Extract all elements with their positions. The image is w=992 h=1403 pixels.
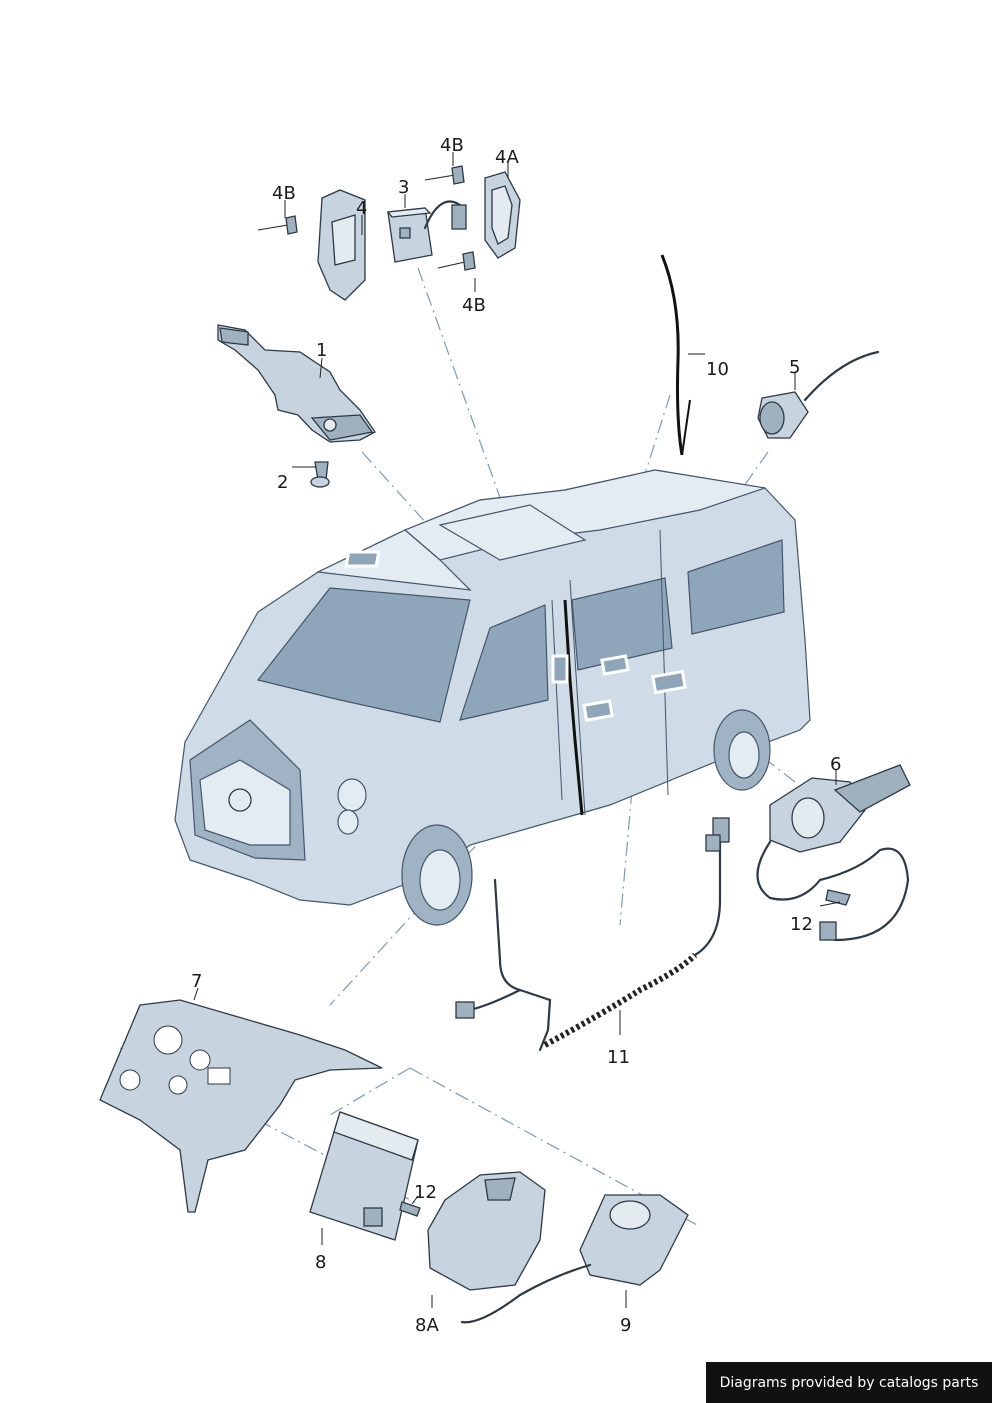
part-12-screw-right	[819, 889, 851, 941]
part-12-screw-bottom	[399, 1201, 421, 1217]
callout-9: 9	[620, 1315, 631, 1336]
part-7-plate	[99, 999, 383, 1213]
callout-11: 11	[607, 1047, 630, 1068]
part-10-seal	[660, 254, 691, 456]
part-2-screw	[310, 461, 330, 488]
callout-12-bottom: 12	[414, 1182, 437, 1203]
footer-badge: Diagrams provided by catalogs parts	[706, 1362, 992, 1403]
rivet-4b-bottom	[437, 251, 476, 271]
rivet-4b-top	[424, 165, 465, 185]
callout-8: 8	[315, 1252, 326, 1273]
part-9-lock	[460, 1194, 689, 1324]
callout-leaders	[193, 152, 841, 1308]
callout-4b-left: 4B	[272, 183, 296, 204]
callout-5: 5	[789, 357, 800, 378]
part-3-control-unit	[386, 200, 467, 263]
callout-labels: 1 2 3 4 4A 4B 4B 4B 5 10 6 12 7 11 12 8 …	[191, 135, 841, 1336]
callout-7: 7	[191, 971, 202, 992]
callout-3: 3	[398, 177, 409, 198]
part-6-motor	[756, 764, 911, 942]
part-4a-frame	[484, 171, 521, 259]
part-4-bracket	[317, 189, 366, 301]
callout-4b-top: 4B	[440, 135, 464, 156]
callout-4: 4	[356, 198, 367, 219]
part-8a-cover	[427, 1171, 546, 1291]
part-11-harness	[455, 817, 730, 1052]
part-5-switch	[757, 350, 880, 439]
rivet-4b-left	[257, 215, 298, 235]
footer-text: Diagrams provided by catalogs parts	[719, 1374, 979, 1391]
callout-8a: 8A	[415, 1315, 439, 1336]
callout-2: 2	[277, 472, 288, 493]
part-8-control-unit	[309, 1111, 419, 1241]
callout-6: 6	[830, 754, 841, 775]
callout-4a: 4A	[495, 147, 519, 168]
van-illustration	[174, 469, 811, 926]
callout-10: 10	[706, 359, 729, 380]
callout-12-right: 12	[790, 914, 813, 935]
callout-1: 1	[316, 340, 327, 361]
part-1-actuator	[217, 324, 376, 443]
callout-4b-bottom: 4B	[462, 295, 486, 316]
